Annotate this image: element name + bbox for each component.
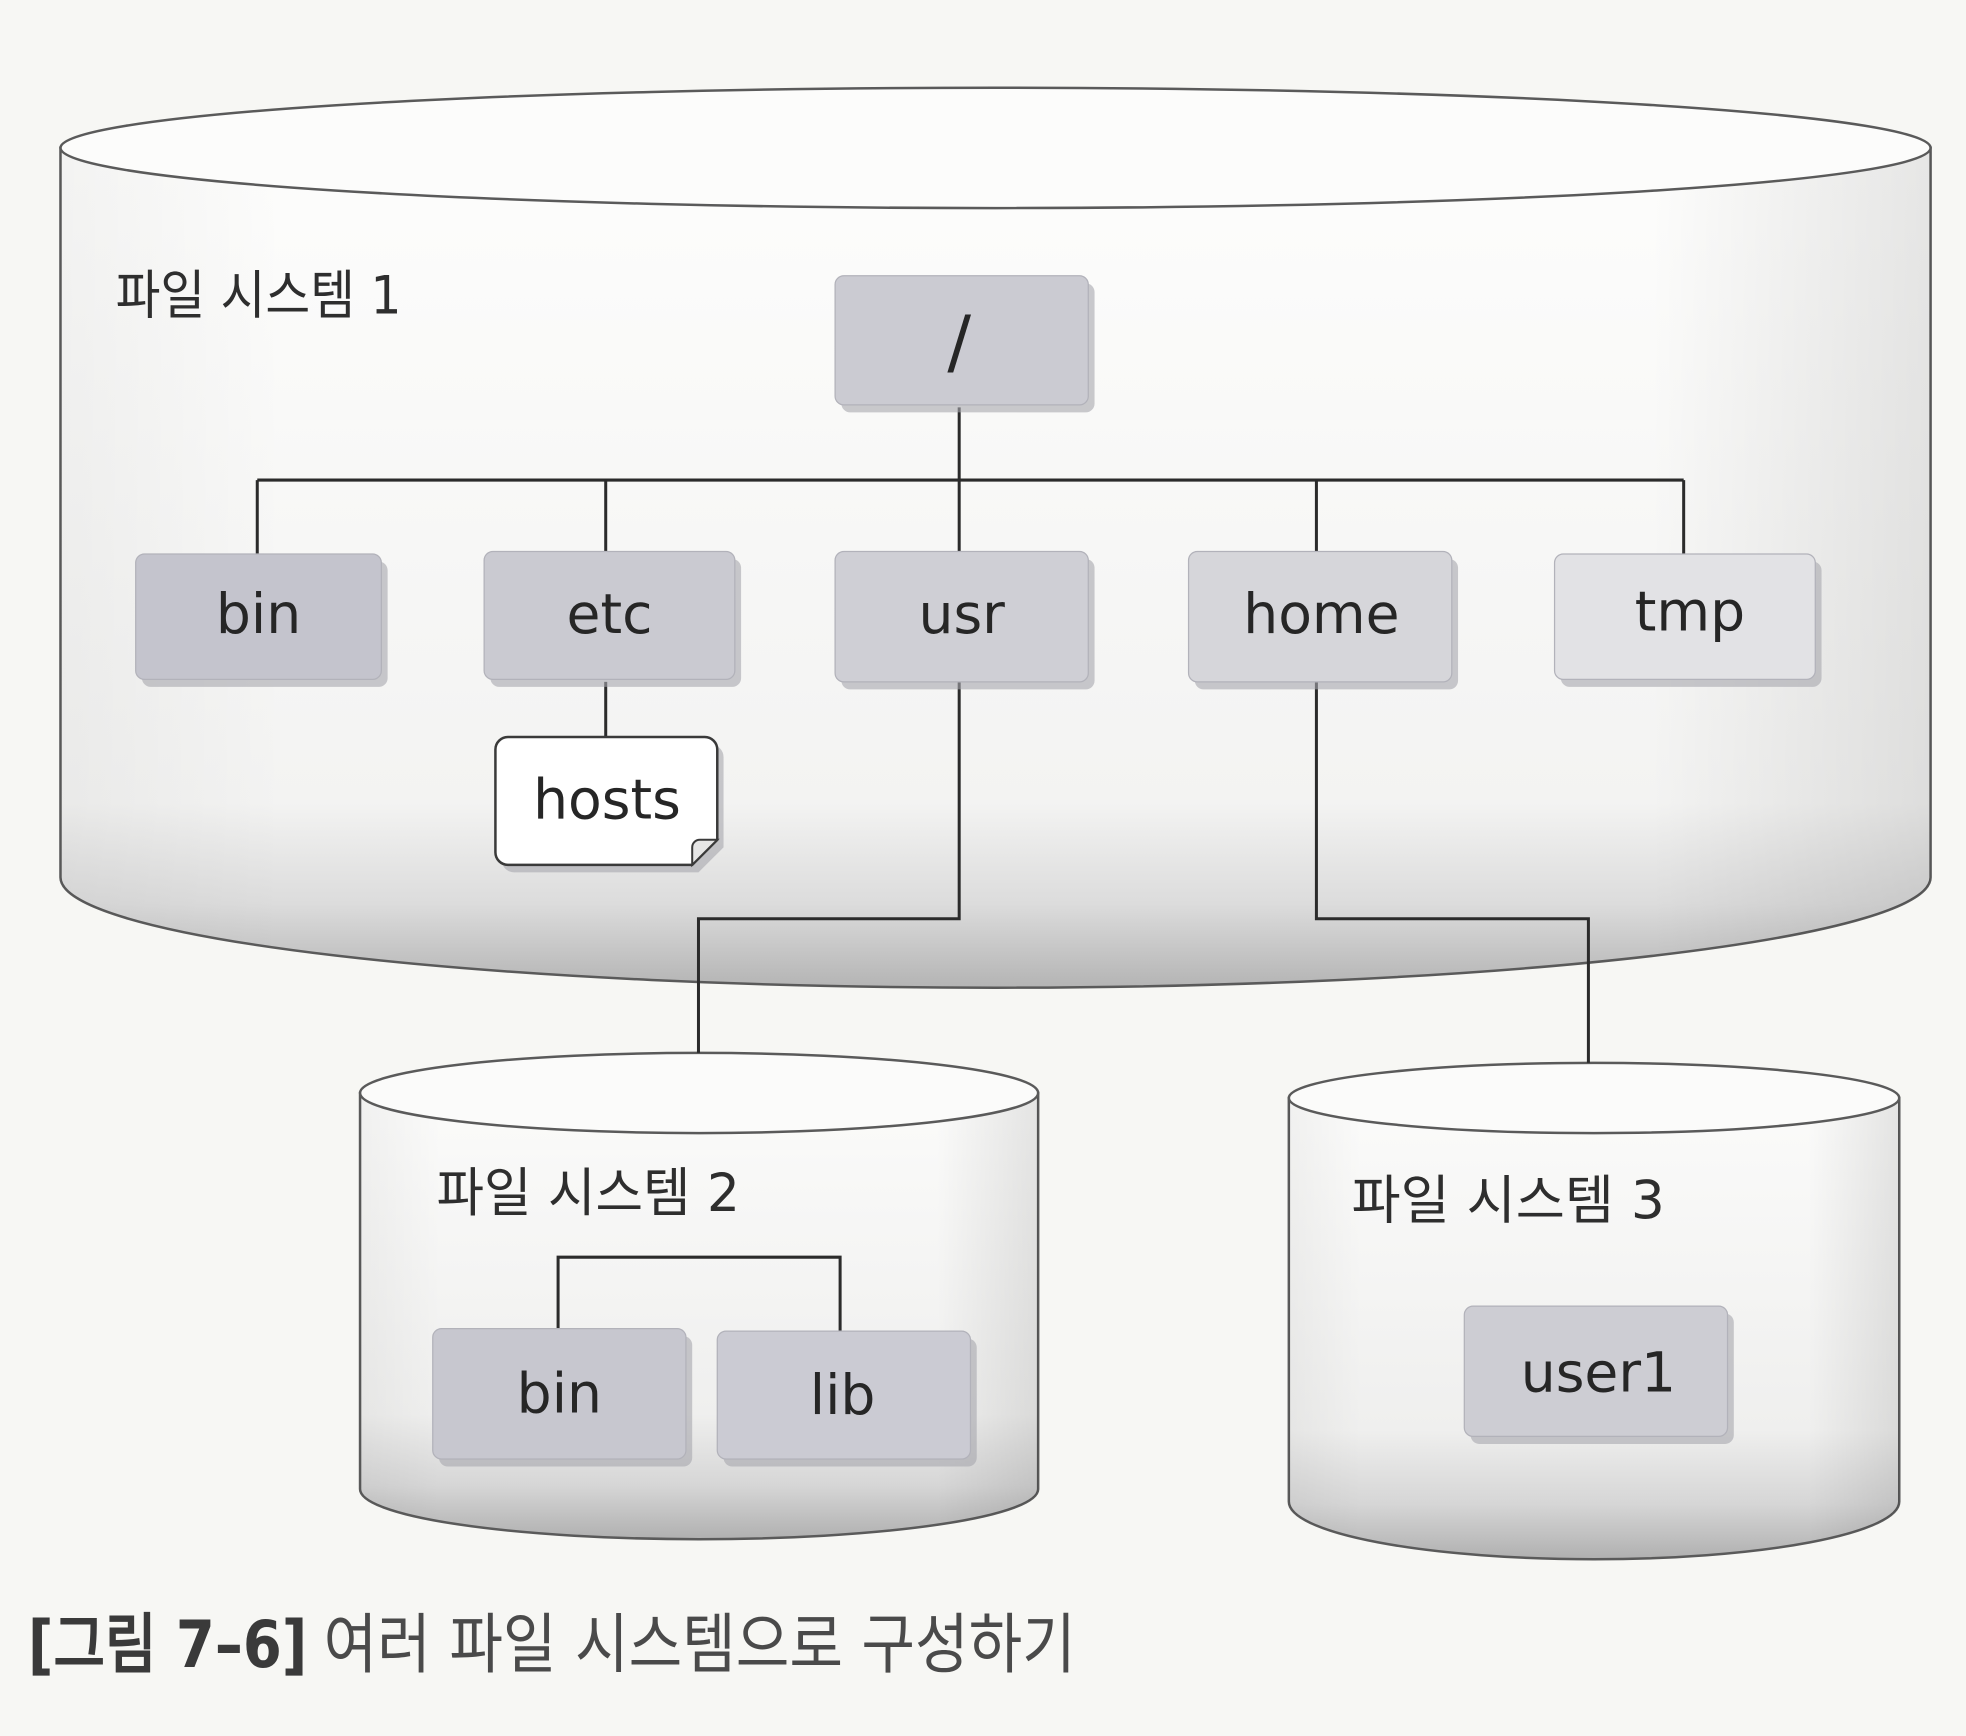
dir-box-body <box>834 550 1089 683</box>
figure-caption: [그림 7–6] 여러 파일 시스템으로 구성하기 <box>28 1608 1076 1683</box>
caption-figure-number: [그림 7–6] <box>28 1608 308 1683</box>
file-name-hosts: hosts <box>533 768 681 832</box>
dir-box-root: / <box>834 275 1095 413</box>
connector-usr-mount-fs2 <box>696 681 961 1053</box>
filesystem-3-label: 파일 시스템 3 <box>1352 1170 1665 1231</box>
dir-box-body <box>1463 1305 1729 1438</box>
dir-box-home: home <box>1187 550 1459 690</box>
dir-name-user1: user1 <box>1521 1341 1676 1405</box>
file-box-body <box>494 735 719 867</box>
dir-box-etc: etc <box>483 550 742 687</box>
connector-fs2-tree <box>556 1255 842 1334</box>
filesystem-2-cylinder-shade <box>360 1092 1039 1540</box>
dir-box-body <box>432 1328 687 1460</box>
dir-box-fs3-user1: user1 <box>1463 1305 1734 1444</box>
folded-corner-icon <box>691 838 720 868</box>
dir-name-etc: etc <box>567 583 653 647</box>
file-box-hosts: hosts <box>494 735 724 873</box>
dir-box-bin: bin <box>135 553 388 687</box>
dir-name-fs2-lib: lib <box>810 1364 876 1428</box>
filesystem-1-cylinder: 파일 시스템 1 <box>59 86 1932 989</box>
connector-home-mount-fs3 <box>1314 681 1590 1063</box>
dir-box-body <box>834 275 1089 406</box>
caption-title: 여러 파일 시스템으로 구성하기 <box>324 1608 1076 1683</box>
dir-box-body <box>135 553 382 680</box>
dir-name-bin: bin <box>216 583 301 647</box>
dir-box-body <box>483 550 736 680</box>
dir-name-tmp: tmp <box>1635 580 1745 644</box>
dir-box-body <box>1553 553 1816 680</box>
dir-box-tmp: tmp <box>1553 553 1822 687</box>
dir-name-fs2-bin: bin <box>517 1363 602 1427</box>
filesystem-2-cylinder-top <box>358 1051 1040 1135</box>
filesystem-3-cylinder-top <box>1287 1061 1901 1135</box>
dir-name-home: home <box>1243 583 1399 647</box>
filesystem-1-cylinder-top <box>59 86 1932 210</box>
filesystem-2-label: 파일 시스템 2 <box>437 1163 740 1224</box>
tree-connectors <box>255 407 1686 1334</box>
filesystem-1-label: 파일 시스템 1 <box>116 265 402 326</box>
dir-name-usr: usr <box>919 583 1006 647</box>
dir-box-body <box>1187 550 1453 683</box>
dir-box-fs2-bin: bin <box>432 1328 693 1467</box>
dir-box-fs2-lib: lib <box>716 1330 977 1467</box>
dir-box-body <box>716 1330 972 1460</box>
dir-box-usr: usr <box>834 550 1095 690</box>
dir-name-root: / <box>947 301 971 383</box>
